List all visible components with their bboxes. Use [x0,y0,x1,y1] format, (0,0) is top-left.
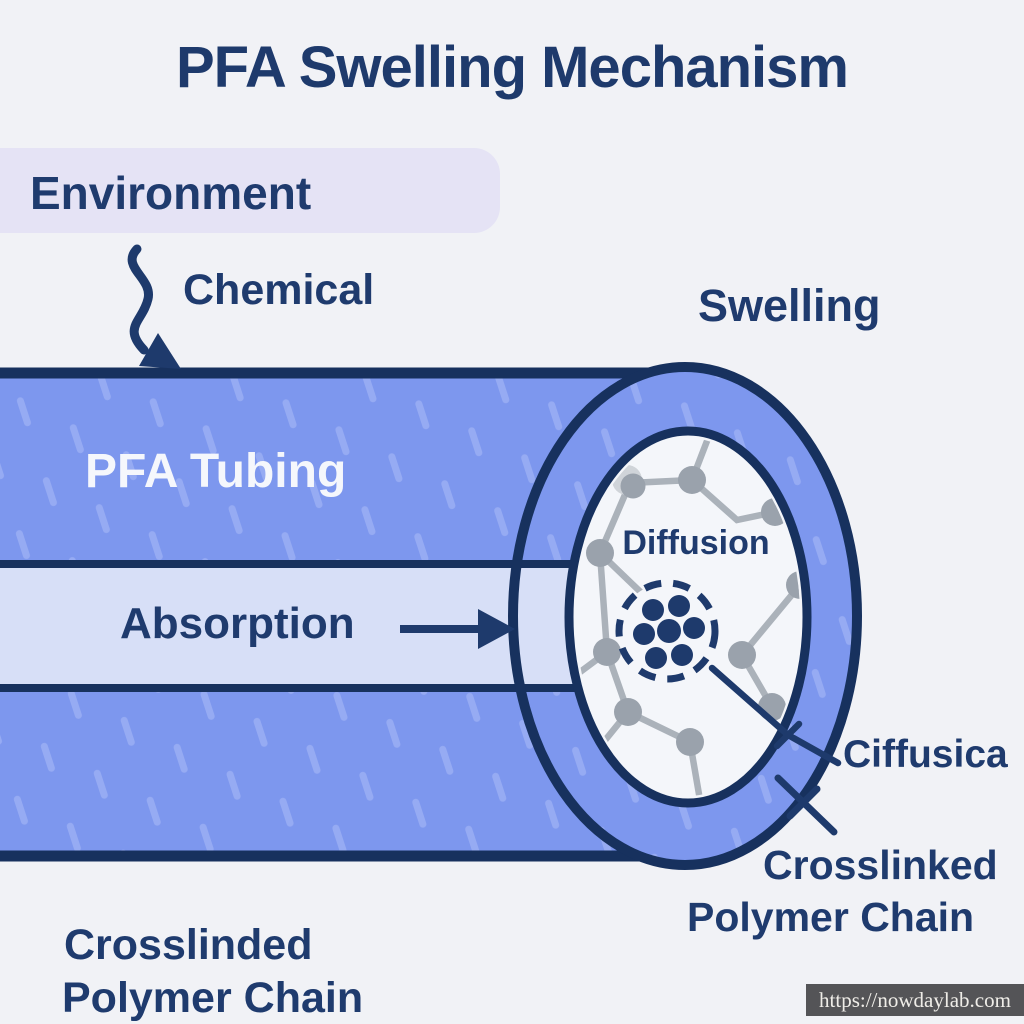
cross-section-outer-outline [508,362,862,870]
arrow-right-icon [400,609,515,649]
diffusion-molecule-cluster [615,579,719,683]
leader-line-crosslinked [774,774,838,836]
leader-line-diffusica [708,664,842,767]
squiggle-arrow-down-icon [127,244,181,369]
